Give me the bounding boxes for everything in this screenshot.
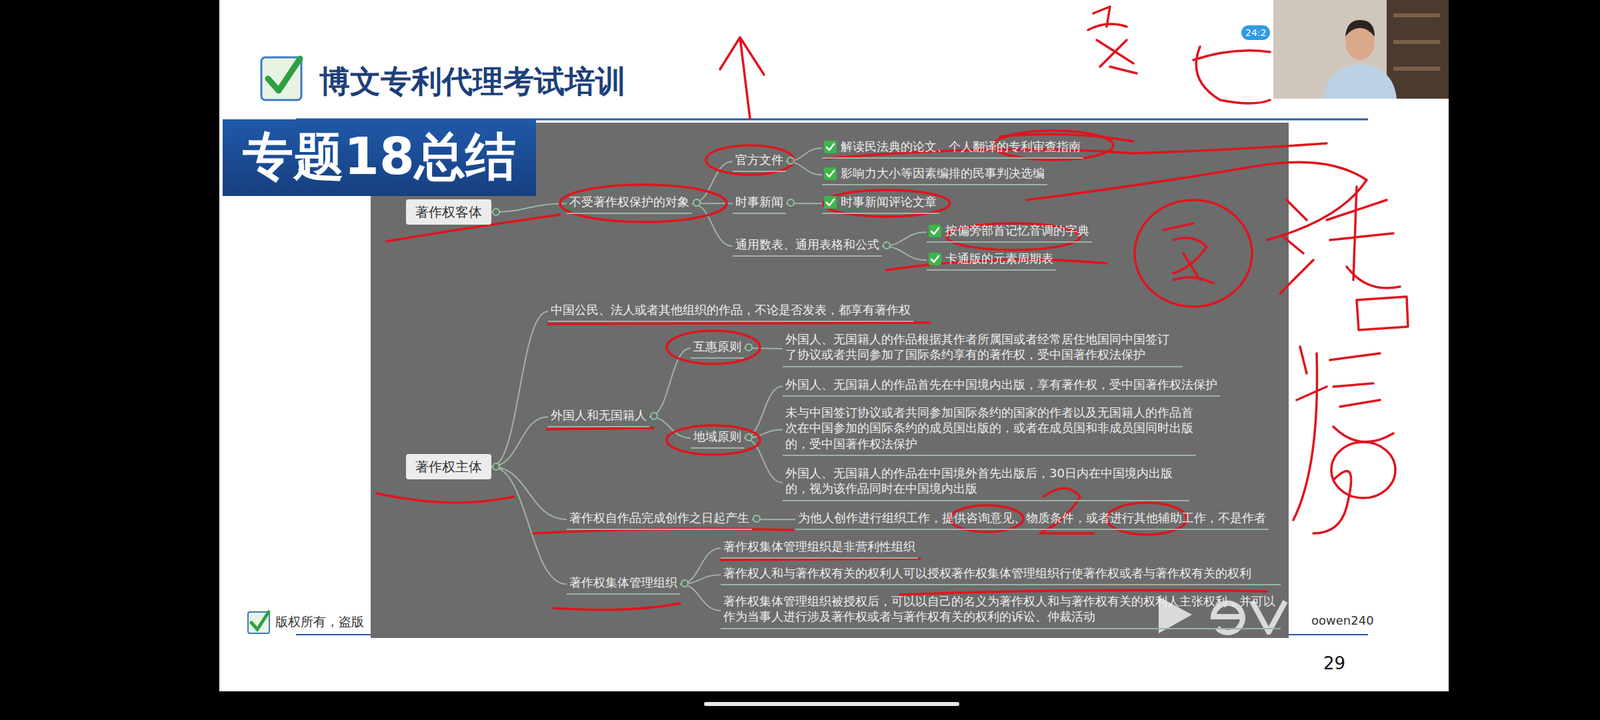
mind-map-topic: 外国人、无国籍人的作品首先在中国境内出版，享有著作权，受中国著作权法保护 — [782, 375, 1220, 397]
mind-map-topic: 解读民法典的论文、个人翻译的专利审查指南 — [822, 137, 1084, 159]
topic-text: 外国人、无国籍人的作品根据其作者所属国或者经常居住地国同中国签订了协议或者共同参… — [785, 331, 1180, 363]
timer-badge: 24:2 — [1241, 25, 1270, 40]
mind-map-topic: 著作权集体管理组织 — [566, 573, 680, 595]
topic-text: 外国人和无国籍人 — [550, 407, 647, 423]
mind-map-topic: 外国人、无国籍人的作品在中国境外首先出版后，30日内在中国境内出版的，视为该作品… — [782, 464, 1190, 502]
topic-text: 官方文件 — [735, 152, 784, 168]
branch-line — [744, 438, 783, 483]
topic-text: 地域原则 — [693, 428, 742, 444]
title-text: 专题18总结 — [242, 123, 516, 192]
check-icon — [824, 196, 837, 209]
mind-map-topic: 未与中国签订协议或者共同参加国际条约的国家的作者以及无国籍人的作品首次在中国参加… — [782, 403, 1196, 456]
branch-line — [649, 348, 691, 417]
check-icon — [824, 140, 837, 154]
title-banner: 专题18总结 — [222, 119, 536, 196]
home-indicator — [704, 702, 960, 706]
mind-map-topic: 不受著作权保护的对象 — [566, 192, 692, 214]
topic-text: 著作权主体 — [415, 458, 482, 476]
topic-text: 按偏旁部首记忆音调的字典 — [945, 222, 1090, 238]
branch-line — [491, 203, 567, 212]
mind-map-topic: 按偏旁部首记忆音调的字典 — [926, 221, 1092, 243]
check-icon — [928, 224, 942, 238]
topic-text: 中国公民、法人或者其他组织的作品，不论是否发表，都享有著作权 — [550, 302, 911, 318]
topic-text: 著作权集体管理组织是非营利性组织 — [723, 538, 916, 554]
copyright-note: 版权所有，盗版 — [275, 613, 364, 631]
mind-map-topic: 外国人、无国籍人的作品根据其作者所属国或者经常居住地国同中国签订了协议或者共同参… — [782, 330, 1183, 368]
topic-text: 通用数表、通用表格和公式 — [735, 236, 880, 252]
topic-text: 外国人、无国籍人的作品首先在中国境内出版，享有著作权，受中国著作权法保护 — [785, 376, 1218, 392]
page-number: 29 — [1323, 653, 1346, 674]
topic-text: 时事新闻评论文章 — [840, 194, 937, 210]
mind-map-topic: 著作权集体管理组织是非营利性组织 — [720, 537, 918, 559]
check-icon — [824, 167, 837, 180]
mind-map-topic: 著作权集体管理组织被授权后，可以以自己的名义为著作权人和与著作权有关的权利人主张… — [720, 592, 1281, 630]
mind-map-topic: 官方文件 — [732, 150, 786, 172]
branch-line — [491, 416, 548, 467]
topic-text: 著作权集体管理组织被授权后，可以以自己的名义为著作权人和与著作权有关的权利人主张… — [723, 593, 1278, 625]
branch-line — [491, 466, 567, 584]
mind-map-topic: 外国人和无国籍人 — [548, 406, 650, 428]
logo-icon — [261, 57, 302, 100]
topic-text: 著作权客体 — [415, 203, 482, 221]
branch-line — [692, 203, 733, 246]
mind-map-topic: 影响力大小等因素编排的民事判决选编 — [822, 164, 1048, 186]
branch-line — [491, 311, 548, 467]
mind-map-topic: 通用数表、通用表格和公式 — [732, 235, 882, 257]
root-topic-box: 著作权客体 — [406, 199, 492, 225]
contact-note: oowen240 — [1311, 613, 1374, 628]
topic-text: 著作权集体管理组织 — [569, 574, 678, 590]
mind-map-topic: 地域原则 — [690, 427, 744, 449]
topic-text: 外国人、无国籍人的作品在中国境外首先出版后，30日内在中国境内出版的，视为该作品… — [785, 465, 1187, 497]
topic-text: 影响力大小等因素编排的民事判决选编 — [840, 165, 1045, 181]
topic-text: 卡通版的元素周期表 — [945, 250, 1054, 266]
footer-icon — [248, 612, 270, 634]
mind-map-topic: 著作权自作品完成创作之日起产生 — [566, 508, 752, 530]
branch-line — [680, 548, 721, 584]
mind-map-topic: 为他人创作进行组织工作，提供咨询意见、物质条件，或者进行其他辅助工作，不是作者 — [795, 508, 1269, 530]
branch-line — [680, 584, 721, 611]
logo-text: 博文专利代理考试培训 — [319, 61, 626, 103]
topic-text: 解读民法典的论文、个人翻译的专利审查指南 — [840, 138, 1081, 154]
mind-map-topic: 中国公民、法人或者其他组织的作品，不论是否发表，都享有著作权 — [548, 300, 914, 322]
topic-text: 为他人创作进行组织工作，提供咨询意见、物质条件，或者进行其他辅助工作，不是作者 — [798, 510, 1266, 526]
mind-map-topic: 时事新闻评论文章 — [822, 192, 940, 214]
topic-text: 未与中国签订协议或者共同参加国际条约的国家的作者以及无国籍人的作品首次在中国参加… — [785, 404, 1194, 452]
check-icon — [928, 252, 942, 266]
topic-text: 不受著作权保护的对象 — [569, 194, 690, 210]
mind-map-topic: 互惠原则 — [690, 337, 744, 359]
topic-text: 著作权人和与著作权有关的权利人可以授权著作权集体管理组织行使著作权或者与著作权有… — [723, 565, 1278, 581]
topic-text: 互惠原则 — [693, 338, 742, 354]
webcam-thumbnail — [1273, 0, 1449, 99]
mind-map-topic: 卡通版的元素周期表 — [926, 249, 1056, 271]
branch-line — [491, 466, 567, 520]
topic-text: 时事新闻 — [735, 194, 784, 210]
topic-text: 著作权自作品完成创作之日起产生 — [569, 510, 750, 526]
mind-map-topic: 著作权人和与著作权有关的权利人可以授权著作权集体管理组织行使著作权或者与著作权有… — [720, 564, 1281, 586]
mind-map-topic: 时事新闻 — [732, 192, 786, 214]
root-topic-box: 著作权主体 — [406, 454, 492, 480]
